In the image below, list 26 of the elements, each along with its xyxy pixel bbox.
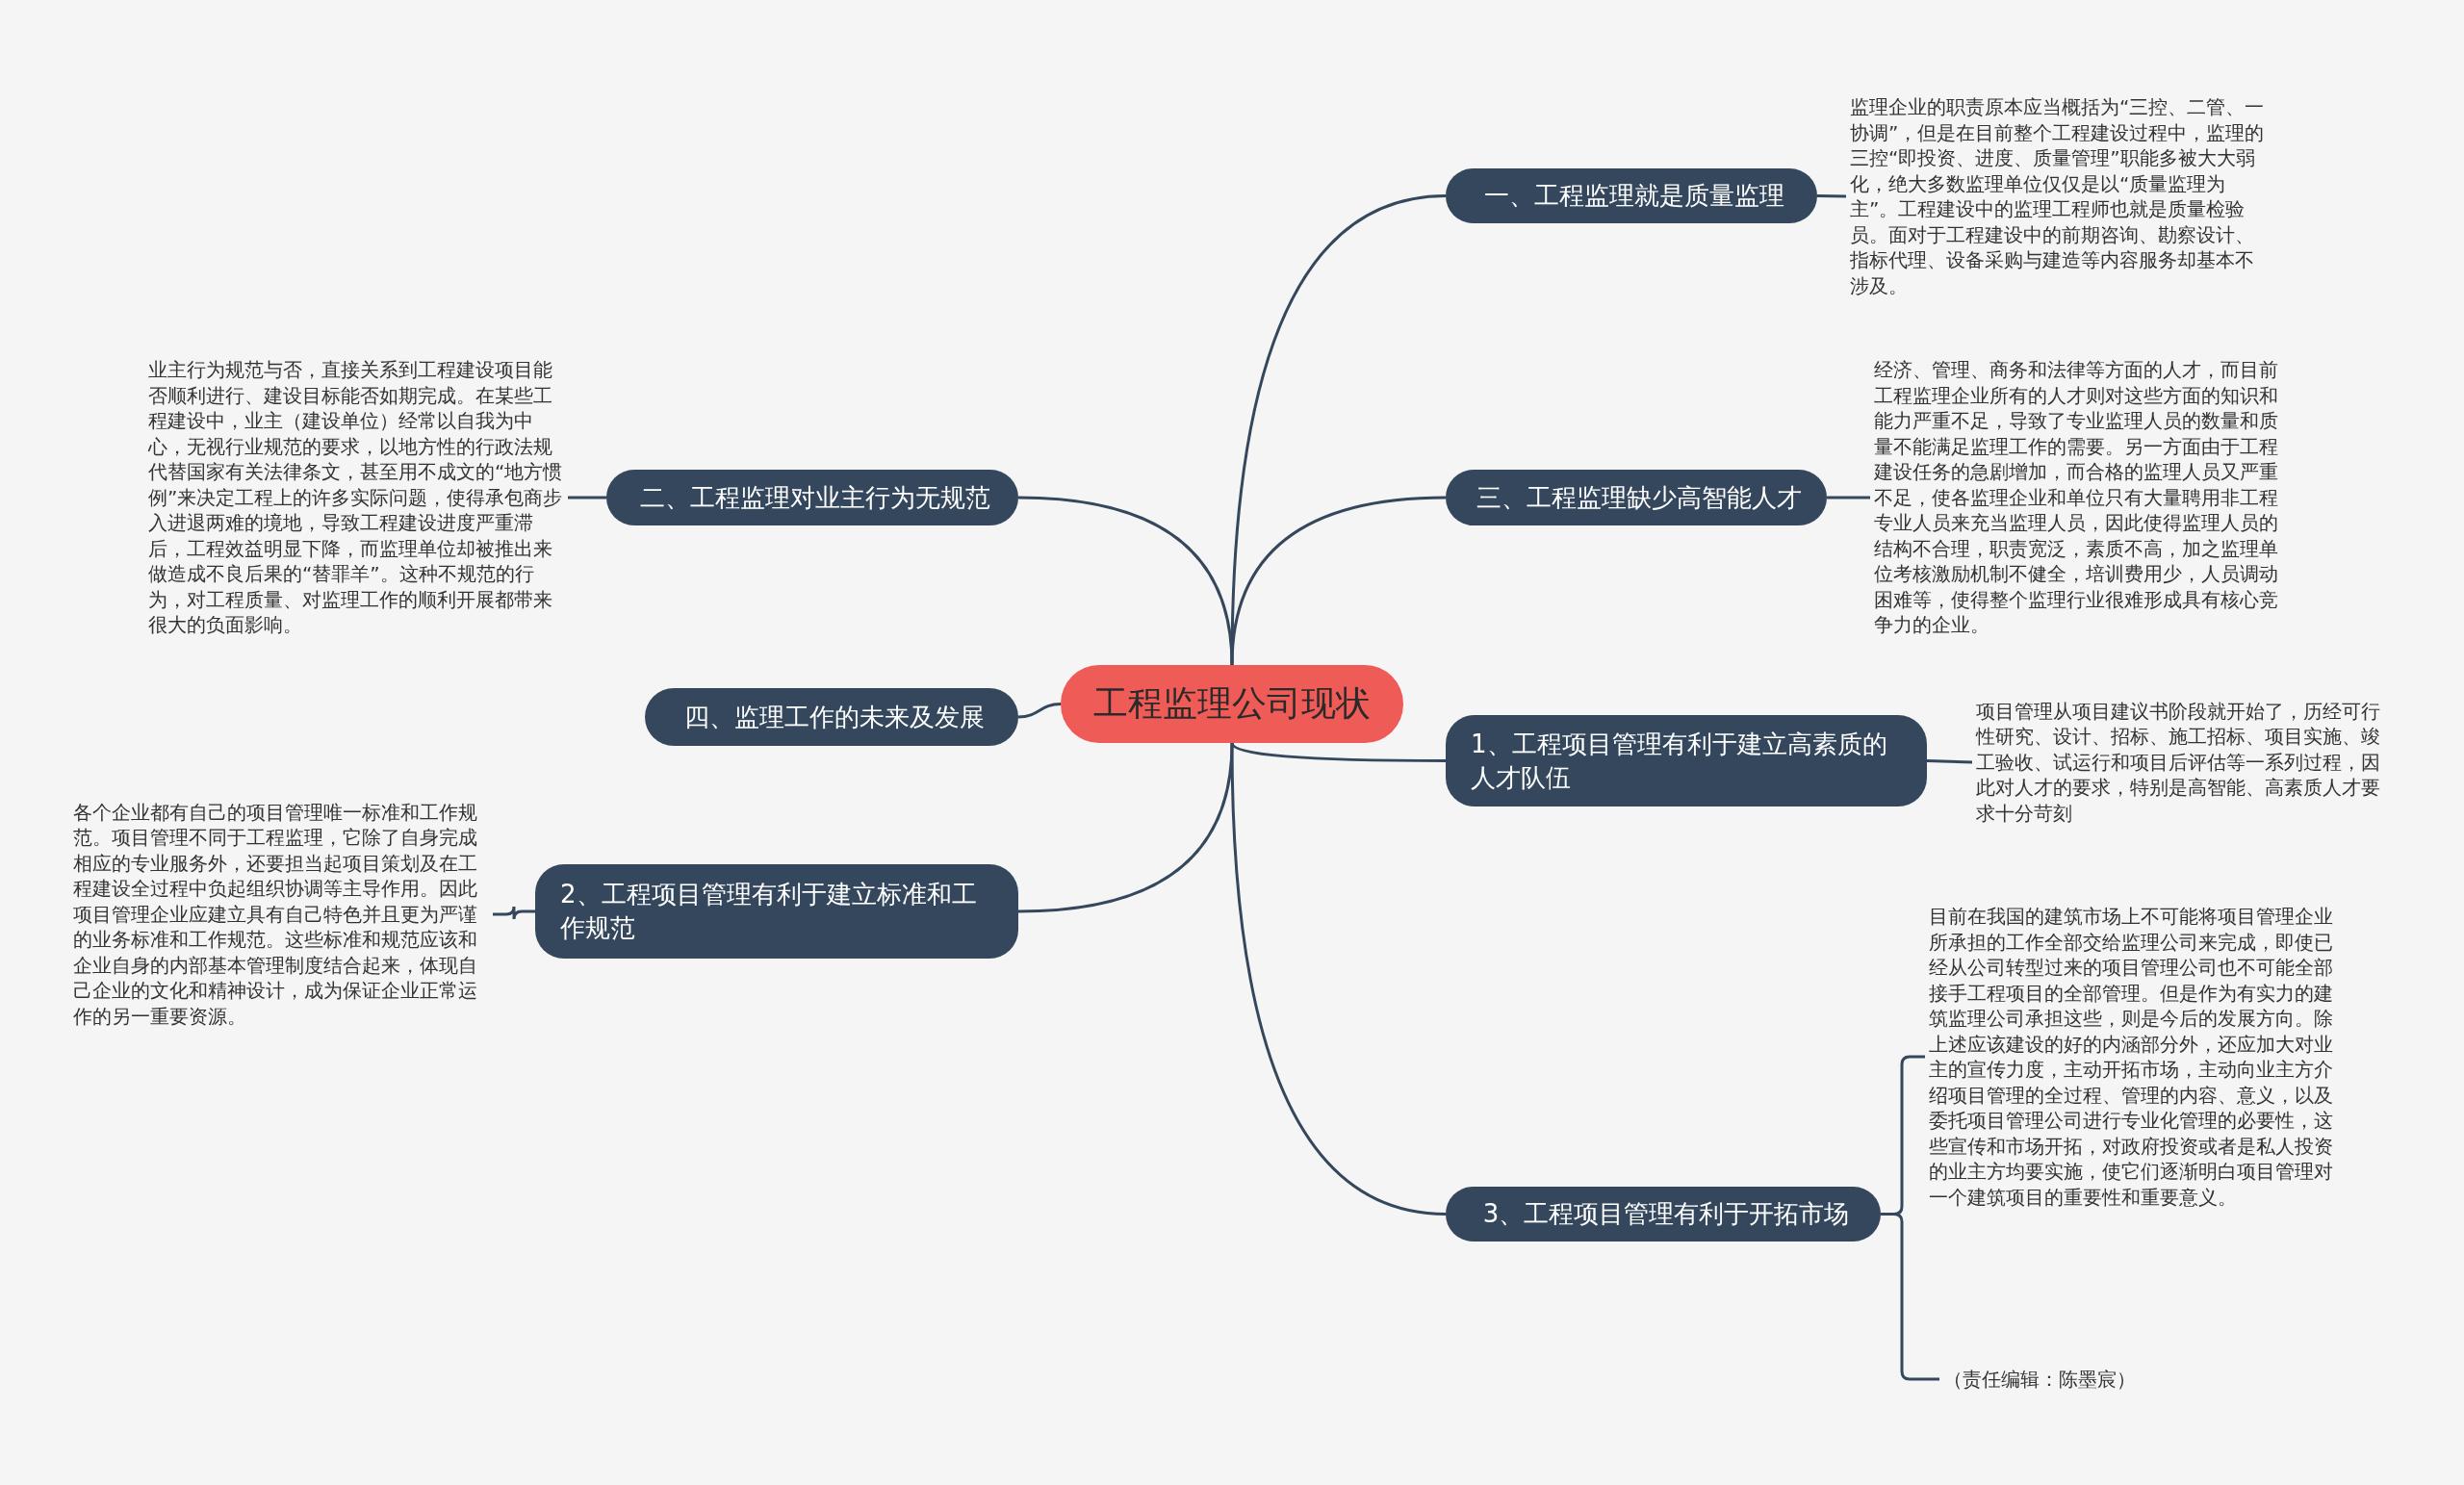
note-text: （责任编辑：陈墨宸） [1939,1363,2170,1395]
note-text: 业主行为规范与否，直接关系到工程建设项目能否顺利进行、建设目标能否如期完成。在某些工程建设中，业主（建设单位）经常以自我为中心，无视行业规范的要求，以地方性的行政法规代替国家有关法律条文，甚至用不成文的“地方惯例”来决定工程上的许多实际问题，使得承包商步入进退两难的境地，导致工程建设进度严重滞后，工程效益明显下降，而监理单位却被推出来做造成不良后果的“替罪羊”。这种不规范的行为，对工程质量、对监理工作的顺利开展都带来很大的负面影响。 [144,354,568,641]
connector-line [1827,496,1870,499]
branch-topic: 一、工程监理就是质量监理 [1446,168,1817,223]
connector-line [1926,759,1973,764]
note-text: 监理企业的职责原本应当概括为“三控、二管、一协调”，但是在目前整个工程建设过程中，监理的三控“即投资、进度、质量管理”职能多被大大弱化，绝大多数监理单位仅仅是以“质量监理为主”。工程建设中的监理工程师也就是质量检验员。面对于工程建设中的前期咨询、勘察设计、指标代理、设备采购与建造等内容服务却基本不涉及。 [1846,90,2270,302]
connector-line [568,496,606,499]
connector-line [493,905,535,921]
connector-line [1816,194,1847,198]
central-topic: 工程监理公司现状 [1061,665,1403,743]
connector-line [1230,496,1447,666]
branch-topic: 三、工程监理缺少高智能人才 [1446,470,1827,525]
branch-topic: 四、监理工作的未来及发展 [645,688,1018,746]
connector-line [1017,703,1062,719]
connector-line [1881,1213,1939,1381]
branch-topic: 二、工程监理对业主行为无规范 [606,470,1018,525]
note-text: 项目管理从项目建议书阶段就开始了，历经可行性研究、设计、招标、施工招标、项目实施、竣工验收、试运行和项目后评估等一系列过程，因此对人才的要求，特别是高智能、高素质人才要求十分苛刻 [1972,697,2396,828]
note-text: 经济、管理、商务和法律等方面的人才，而目前工程监理企业所有的人才则对这些方面的知识和能力严重不足，导致了专业监理人员的数量和质量不能满足监理工作的需要。另一方面由于工程建设任务的急剧增加，而合格的监理人员又严重不足，使各监理企业和单位只有大量聘用非工程专业人员来充当监理人员，因此使得监理人员的结构不合理，职责宽泛，素质不高，加之监理单位考核激励机制不健全，培训费用少，人员调动困难等，使得整个监理行业很难形成具有核心竞争力的企业。 [1870,354,2294,641]
branch-topic: 1、工程项目管理有利于建立高素质的人才队伍 [1446,715,1927,807]
note-text: 各个企业都有自己的项目管理唯一标准和工作规范。项目管理不同于工程监理，它除了自身完成相应的专业服务外，还要担当起项目策划及在工程建设全过程中负起组织协调等主导作用。因此项目管理企业应建立具有自己特色并且更为严谨的业务标准和工作规范。这些标准和规范应该和企业自身的内部基本管理制度结合起来，体现自己企业的文化和精神设计，成为保证企业正常运作的另一重要资源。 [69,795,493,1034]
branch-topic: 2、工程项目管理有利于建立标准和工作规范 [535,864,1018,959]
connector-line [1017,496,1234,666]
connector-line [1230,742,1447,1216]
branch-topic: 3、工程项目管理有利于开拓市场 [1446,1187,1881,1242]
connector-line [1017,742,1234,913]
note-text: 目前在我国的建筑市场上不可能将项目管理企业所承担的工作全部交给监理公司来完成，即使已经从公司转型过来的项目管理公司也不可能全部接手工程项目的全部管理。但是作为有实力的建筑监理公司承担这些，则是今后的发展方向。除上述应该建设的好的内涵部分外，还应加大对业主的宣传力度，主动开拓市场，主动向业主方介绍项目管理的全过程、管理的内容、意义，以及委托项目管理公司进行专业化管理的必要性，这些宣传和市场开拓，对政府投资或者是私人投资的业主方均要实施，使它们逐渐明白项目管理对一个建筑项目的重要性和重要意义。 [1925,883,2348,1230]
